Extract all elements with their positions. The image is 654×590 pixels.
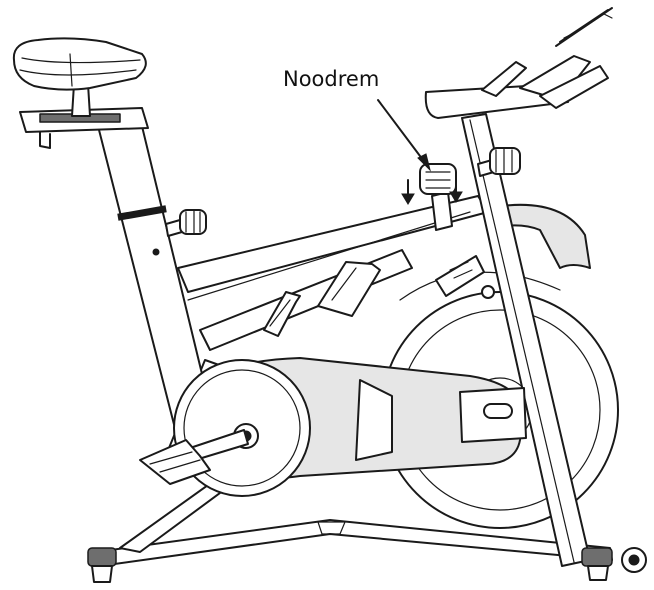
- front-foot: [581, 547, 647, 581]
- saddle: [12, 37, 149, 149]
- callout-arrowhead: [417, 153, 431, 172]
- handlebar-adjust-knob: [477, 147, 521, 177]
- callout-label: Noodrem: [283, 67, 379, 91]
- callout-leader-line: [377, 99, 427, 165]
- callout: Noodrem: [283, 67, 431, 172]
- bottle-holder: [263, 261, 381, 337]
- emergency-brake-knob: [401, 163, 463, 231]
- rear-foot: [87, 547, 117, 583]
- handlebar: [424, 7, 613, 119]
- resistance-bracket: [435, 255, 495, 299]
- flywheel-guard: [487, 203, 591, 269]
- seat-adjust-knob: [165, 209, 207, 237]
- pedal: [139, 429, 249, 485]
